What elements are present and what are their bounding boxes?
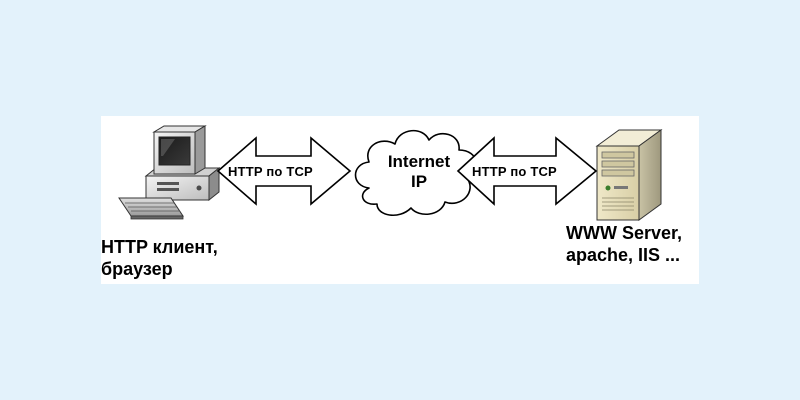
server-label-line2: apache, IIS ... xyxy=(566,245,681,265)
desktop-computer-icon xyxy=(118,125,221,220)
server-label: WWW Server, apache, IIS ... xyxy=(566,222,682,266)
left-arrow-label: HTTP по TCP xyxy=(228,164,313,179)
diagram-panel: HTTP по TCP Internet IP HTTP по TCP HTTP… xyxy=(101,116,699,284)
client-label-line1: HTTP клиент, xyxy=(101,237,218,257)
right-double-arrow xyxy=(456,136,598,206)
right-arrow-label: HTTP по TCP xyxy=(472,164,557,179)
left-double-arrow xyxy=(216,136,352,206)
cloud-label-line1: Internet xyxy=(387,152,451,171)
diagram-canvas xyxy=(118,125,663,221)
server-tower-icon xyxy=(595,129,663,221)
cloud-label-line2: IP xyxy=(410,172,428,191)
cloud-label: Internet IP xyxy=(363,152,475,192)
client-label: HTTP клиент, браузер xyxy=(101,236,218,280)
server-label-line1: WWW Server, xyxy=(566,223,683,243)
client-label-line2: браузер xyxy=(101,259,173,279)
